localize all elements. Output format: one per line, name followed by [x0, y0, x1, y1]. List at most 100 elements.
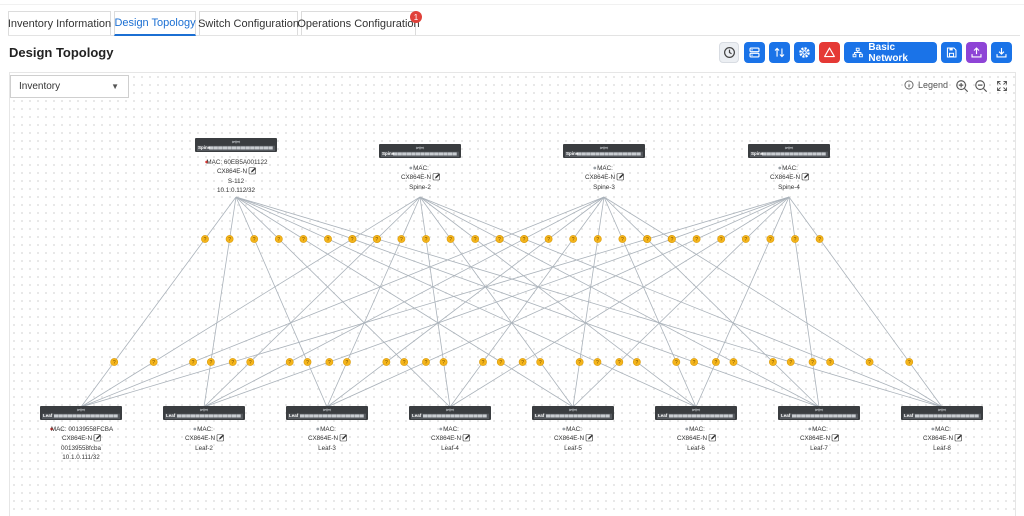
fullscreen-button[interactable] — [996, 79, 1010, 93]
link-spine3-leaf2[interactable] — [203, 196, 605, 408]
port-marker-upper-spine1-leaf1[interactable]: ? — [201, 235, 209, 243]
port-marker-lower-spine3-leaf7[interactable]: ? — [769, 358, 777, 366]
view-select[interactable]: Inventory ▼ — [10, 75, 129, 98]
port-marker-lower-spine4-leaf3[interactable]: ? — [422, 358, 430, 366]
port-marker-upper-spine1-leaf3[interactable]: ? — [250, 235, 259, 243]
link-spine4-leaf6[interactable] — [695, 196, 790, 408]
port-marker-upper-spine2-leaf3[interactable]: ? — [397, 235, 406, 243]
port-marker-lower-spine3-leaf3[interactable]: ? — [382, 358, 391, 366]
link-spine4-leaf8[interactable] — [788, 196, 943, 408]
edit-icon[interactable] — [462, 434, 470, 442]
link-spine3-leaf5[interactable] — [572, 196, 605, 408]
port-marker-lower-spine4-leaf5[interactable]: ? — [615, 358, 624, 366]
port-marker-lower-spine1-leaf2[interactable]: ? — [206, 358, 215, 366]
swap-button[interactable] — [769, 42, 790, 63]
history-button[interactable] — [719, 42, 739, 63]
tab-inventory-information[interactable]: Inventory Information — [8, 11, 111, 35]
port-marker-upper-spine4-leaf4[interactable]: ? — [717, 235, 726, 243]
link-spine4-leaf3[interactable] — [326, 196, 790, 408]
port-marker-lower-spine3-leaf4[interactable]: ? — [479, 358, 487, 366]
edit-icon[interactable] — [831, 434, 839, 442]
link-spine3-leaf7[interactable] — [603, 196, 820, 408]
port-marker-lower-spine1-leaf8[interactable]: ? — [786, 358, 795, 366]
topology-canvas[interactable] — [9, 72, 1016, 516]
link-spine1-leaf7[interactable] — [235, 196, 820, 408]
settings-button[interactable] — [794, 42, 815, 63]
link-spine4-leaf4[interactable] — [449, 196, 790, 408]
link-spine3-leaf1[interactable] — [80, 196, 605, 408]
port-marker-lower-spine1-leaf1[interactable]: ? — [110, 358, 119, 366]
port-marker-lower-spine2-leaf5[interactable]: ? — [536, 358, 545, 366]
port-marker-lower-spine1-leaf4[interactable]: ? — [400, 358, 409, 366]
port-marker-lower-spine1-leaf5[interactable]: ? — [496, 358, 505, 366]
port-marker-lower-spine2-leaf3[interactable]: ? — [343, 358, 351, 366]
edit-icon[interactable] — [432, 173, 440, 181]
port-marker-upper-spine4-leaf5[interactable]: ? — [741, 235, 750, 243]
port-marker-lower-spine4-leaf1[interactable]: ? — [228, 358, 237, 366]
port-marker-upper-spine2-leaf1[interactable]: ? — [348, 235, 357, 243]
port-marker-lower-spine1-leaf7[interactable]: ? — [690, 358, 698, 366]
port-marker-lower-spine3-leaf1[interactable]: ? — [189, 358, 197, 366]
port-marker-upper-spine3-leaf2[interactable]: ? — [520, 235, 528, 243]
save-button[interactable] — [941, 42, 962, 63]
port-marker-lower-spine3-leaf8[interactable]: ? — [865, 358, 874, 366]
port-marker-upper-spine1-leaf4[interactable]: ? — [274, 235, 283, 243]
link-spine1-leaf1[interactable] — [80, 196, 237, 408]
port-marker-upper-spine4-leaf3[interactable]: ? — [692, 235, 701, 243]
link-spine3-leaf3[interactable] — [326, 196, 605, 408]
tab-switch-configuration[interactable]: Switch Configuration — [198, 11, 299, 35]
link-spine3-leaf8[interactable] — [603, 196, 943, 408]
basic-network-button[interactable]: Basic Network — [844, 42, 937, 64]
link-spine2-leaf2[interactable] — [203, 196, 421, 408]
port-marker-lower-spine2-leaf1[interactable]: ? — [149, 358, 158, 366]
download-button[interactable] — [991, 42, 1012, 63]
edit-icon[interactable] — [585, 434, 593, 442]
edit-icon[interactable] — [616, 173, 624, 181]
port-marker-lower-spine1-leaf3[interactable]: ? — [303, 358, 312, 366]
edit-icon[interactable] — [339, 434, 347, 442]
port-marker-upper-spine3-leaf1[interactable]: ? — [495, 235, 504, 243]
port-marker-upper-spine1-leaf5[interactable]: ? — [299, 235, 308, 243]
tab-design-topology[interactable]: Design Topology — [114, 11, 196, 36]
edit-icon[interactable] — [708, 434, 716, 442]
legend-button[interactable]: Legend — [904, 80, 948, 90]
port-marker-upper-spine2-leaf4[interactable]: ? — [422, 235, 430, 243]
port-marker-upper-spine3-leaf6[interactable]: ? — [618, 235, 627, 243]
tab-operations-configuration[interactable]: Operations Configuration — [297, 11, 420, 35]
port-marker-upper-spine2-leaf2[interactable]: ? — [372, 235, 381, 243]
port-marker-lower-spine1-leaf6[interactable]: ? — [593, 358, 602, 366]
link-spine1-leaf3[interactable] — [235, 196, 328, 408]
port-marker-lower-spine2-leaf7[interactable]: ? — [729, 358, 738, 366]
port-marker-lower-spine4-leaf7[interactable]: ? — [808, 358, 817, 366]
alert-button[interactable] — [819, 42, 840, 63]
upload-button[interactable] — [966, 42, 987, 63]
link-spine4-leaf2[interactable] — [203, 196, 790, 408]
port-marker-upper-spine4-leaf6[interactable]: ? — [766, 235, 775, 243]
link-spine1-leaf8[interactable] — [235, 196, 943, 408]
port-marker-lower-spine2-leaf2[interactable]: ? — [246, 358, 255, 366]
link-spine1-leaf2[interactable] — [203, 196, 237, 408]
edit-icon[interactable] — [93, 434, 101, 442]
port-marker-upper-spine4-leaf2[interactable]: ? — [668, 235, 676, 243]
link-spine2-leaf3[interactable] — [326, 196, 421, 408]
port-marker-upper-spine2-leaf6[interactable]: ? — [471, 235, 480, 243]
port-marker-upper-spine3-leaf5[interactable]: ? — [593, 235, 602, 243]
port-marker-upper-spine1-leaf2[interactable]: ? — [225, 235, 234, 243]
port-marker-lower-spine4-leaf2[interactable]: ? — [325, 358, 334, 366]
link-spine4-leaf7[interactable] — [788, 196, 820, 408]
edit-icon[interactable] — [801, 173, 809, 181]
port-marker-upper-spine3-leaf4[interactable]: ? — [569, 235, 578, 243]
port-marker-lower-spine2-leaf4[interactable]: ? — [439, 358, 448, 366]
port-marker-upper-spine4-leaf1[interactable]: ? — [643, 235, 652, 243]
edit-icon[interactable] — [216, 434, 224, 442]
